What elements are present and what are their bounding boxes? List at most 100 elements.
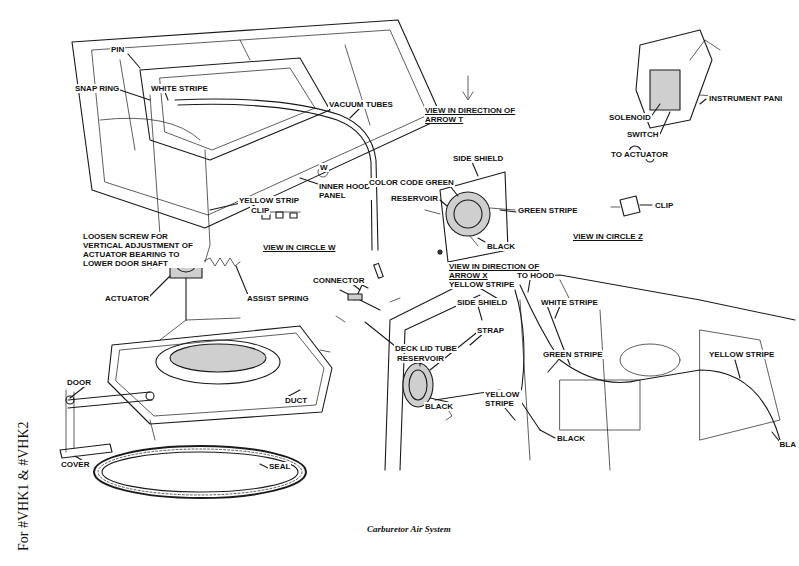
part-label: YELLOW STRIPE: [708, 350, 775, 359]
reservoir-detail: [454, 200, 482, 228]
engine-compartment: [385, 275, 795, 470]
part-label: SNAP RING: [74, 84, 120, 93]
leader-line: [120, 90, 150, 100]
engine-compartment: [520, 280, 610, 470]
part-label: RESERVOIR: [396, 354, 445, 363]
door-linkage: [68, 392, 152, 408]
leader-line: [450, 186, 458, 196]
engine-compartment: [620, 344, 680, 376]
vacuum-tube: [205, 150, 210, 262]
leader-line: [150, 276, 170, 296]
duct: [116, 333, 324, 416]
connector: [348, 294, 362, 300]
leader-line: [478, 306, 482, 320]
view-arrow: [463, 76, 473, 100]
part-label: BLA: [779, 440, 797, 449]
switch-detail: [611, 207, 620, 208]
part-label: BLACK: [486, 242, 516, 251]
part-label: WHITE STRIPE: [540, 298, 599, 307]
view-title: VIEW IN CIRCLE Z: [572, 232, 644, 241]
caption: Carburetor Air System: [366, 524, 452, 534]
vacuum-tube: [175, 99, 378, 250]
reservoir-detail: [425, 208, 515, 246]
leader-line: [548, 358, 560, 372]
vacuum-tube: [178, 104, 372, 250]
seal: [102, 452, 298, 492]
part-label: COVER: [60, 460, 90, 469]
part-label: COLOR CODE GREEN: [368, 178, 455, 187]
door-linkage: [60, 350, 330, 458]
leader-line: [735, 360, 740, 378]
duct: [156, 340, 280, 384]
part-label: RESERVOIR: [390, 194, 439, 203]
part-label: CONNECTOR: [312, 276, 365, 285]
part-label: DECK LID TUBE: [394, 344, 458, 353]
switch-detail: [620, 196, 640, 216]
leader-line: [500, 210, 516, 212]
connector: [336, 263, 400, 322]
reservoir-detail: [446, 192, 490, 236]
duct: [108, 318, 332, 424]
leader-line: [660, 112, 670, 134]
part-label: CLIP: [654, 201, 674, 210]
actuator: [150, 264, 186, 320]
engine-compartment: [403, 363, 433, 407]
door-linkage: [66, 396, 74, 404]
leader-line: [128, 54, 140, 68]
leader-line: [700, 99, 706, 104]
hood-panel: [92, 30, 428, 215]
part-label: GREEN STRIPE: [517, 206, 579, 215]
reservoir-detail: [438, 250, 442, 254]
vacuum-tube: [150, 95, 160, 235]
part-label: LOOSEN SCREW FOR VERTICAL ADJUSTMENT OF …: [82, 232, 204, 268]
part-label: SIDE SHIELD: [456, 298, 508, 307]
engine-compartment: [409, 370, 427, 400]
part-label: BLACK: [424, 402, 454, 411]
part-label: BLACK: [556, 434, 586, 443]
clip-detail: [290, 213, 297, 218]
hood-panel: [120, 40, 370, 150]
engine-compartment: [385, 275, 795, 470]
leader-line: [528, 280, 530, 292]
part-label: INSTRUMENT PANI: [708, 94, 783, 103]
engine-compartment: [700, 330, 780, 440]
part-label: YELLOW STRIPE: [484, 390, 522, 408]
seal: [98, 449, 302, 495]
part-label: TO ACTUATOR: [610, 150, 669, 159]
seal: [94, 446, 306, 498]
part-label: CLIP: [250, 206, 270, 215]
view-title: VIEW IN CIRCLE W: [262, 243, 336, 252]
seal: [94, 446, 306, 498]
part-label: STRAP: [476, 326, 505, 335]
door-linkage: [150, 350, 330, 440]
leader-line: [505, 408, 515, 420]
duct: [160, 318, 240, 340]
part-label: VACUUM TUBES: [328, 100, 394, 109]
part-label: SOLENOID: [608, 113, 652, 122]
part-label: PIN: [110, 45, 125, 54]
switch-detail: [690, 40, 760, 100]
leader-line: [478, 238, 485, 242]
connector: [336, 298, 400, 322]
leader-line: [440, 200, 447, 206]
engine-compartment: [520, 285, 780, 440]
part-label: YELLOW STRIP: [238, 196, 300, 205]
margin-note: For #VHK1 & #VHK2: [16, 421, 31, 553]
view-title: VIEW IN DIRECTION OF ARROW T: [424, 106, 522, 124]
door-linkage: [60, 444, 112, 458]
hood-panel: [72, 20, 442, 228]
part-label: DOOR: [66, 378, 92, 387]
leader-line: [472, 162, 478, 176]
part-label: TO HOOD: [516, 271, 555, 280]
clip-detail: [276, 212, 283, 218]
door-linkage: [66, 390, 74, 452]
leader-line: [555, 306, 560, 318]
leader-line: [300, 178, 318, 184]
connector: [374, 263, 383, 278]
engine-compartment: [400, 295, 480, 470]
part-label: DUCT: [284, 396, 308, 405]
leader-line: [365, 322, 395, 346]
duct: [170, 344, 266, 372]
part-label: SEAL: [268, 462, 291, 471]
